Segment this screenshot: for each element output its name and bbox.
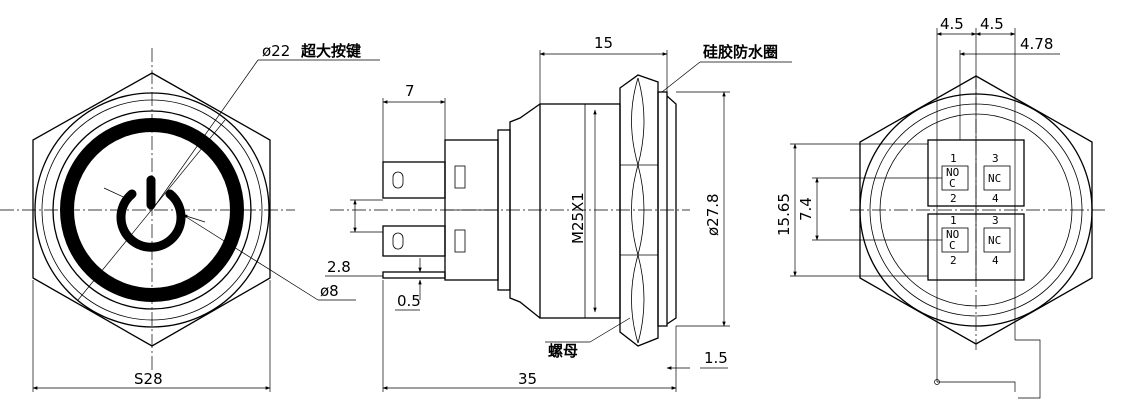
terminal-clip-upper [454, 165, 466, 189]
led-arrow-lower [182, 214, 206, 223]
led-diameter-label: ø8 [320, 282, 339, 300]
contact-bottom-nc-label: NC [988, 234, 1001, 247]
led-ring [60, 118, 244, 302]
hex-size-label: S28 [134, 370, 163, 388]
gasket-label: 硅胶防水圈 [703, 43, 778, 61]
contact-top-pin-4: 4 [992, 192, 999, 205]
nut-label: 螺母 [548, 342, 578, 360]
diameter-leader [151, 59, 259, 211]
contact-bottom-pin-1: 1 [950, 214, 957, 227]
front-bezel-circle [52, 110, 252, 310]
contact-bottom-pin-3: 3 [992, 214, 999, 227]
spacing-label: 7.4 [797, 197, 815, 221]
contact-top-pin-2: 2 [950, 192, 957, 205]
pin-width-label: 2.8 [327, 258, 351, 276]
front-outer-circle [34, 92, 270, 328]
terminal-lower-hole [392, 232, 404, 250]
front-view: ø22 超大按键 ø8 S28 [0, 42, 380, 392]
contact-top-c-label: C [949, 177, 956, 190]
front-flange [666, 95, 677, 325]
outer-diameter-label: ø27.8 [704, 193, 722, 236]
led-leader [182, 214, 319, 301]
body-length-label: 15 [594, 34, 613, 52]
silicone-gasket [657, 91, 668, 327]
led-arrow-upper [103, 187, 131, 201]
contact-top-pin-3: 3 [992, 152, 999, 165]
terminal-clip-lower [454, 229, 466, 253]
wiring-terminal-dot [934, 379, 940, 385]
diameter-label: ø22 [262, 42, 290, 60]
terminal-lower [382, 225, 446, 257]
contact-bottom-nc-box [983, 227, 1011, 253]
nut-leader [589, 317, 631, 343]
pitch-left-label: 4.5 [940, 15, 964, 33]
contact-top-nc-box [983, 165, 1011, 191]
rear-view: NO C NC 1 2 3 4 NO C NC 1 2 3 4 4.5 4.5 … [775, 15, 1105, 399]
nut-contour-b [631, 77, 645, 344]
contact-top-no-label: NO [946, 166, 959, 179]
contact-top-nc-label: NC [988, 172, 1001, 185]
nut-contour-a [631, 77, 645, 344]
button-name-label: 超大按键 [300, 42, 361, 60]
contact-bottom-pin-4: 4 [992, 254, 999, 267]
wiring-bottom [937, 381, 1016, 392]
contact-bottom-no-label: NO [946, 228, 959, 241]
led-pin [382, 271, 446, 279]
flange-label: 1.5 [704, 349, 728, 367]
pin-thickness-label: 0.5 [397, 292, 421, 310]
contact-bottom-pin-2: 2 [950, 254, 957, 267]
front-diagonal-leader [77, 119, 226, 301]
front-rim-circle [41, 99, 263, 321]
gasket-leader [661, 61, 701, 93]
contact-top-pin-1: 1 [950, 152, 957, 165]
body-shoulder [509, 103, 541, 319]
pitch-right-label: 4.5 [980, 15, 1004, 33]
wiring-right [1015, 339, 1041, 399]
terminal-upper-hole [392, 171, 404, 189]
offset-label: 4.78 [1020, 35, 1053, 53]
height-label: 15.65 [775, 193, 793, 236]
nut-outline [619, 74, 659, 347]
thread-label: M25X1 [569, 192, 587, 244]
power-symbol-icon [116, 189, 186, 252]
overall-length-label: 35 [518, 370, 537, 388]
contact-bottom-c-label: C [949, 239, 956, 252]
side-view: 7 15 35 M25X1 ø27.8 2.8 0.5 1.5 硅胶防水圈 螺母 [325, 34, 792, 392]
terminal-length-label: 7 [405, 82, 415, 100]
terminal-upper [382, 161, 446, 199]
